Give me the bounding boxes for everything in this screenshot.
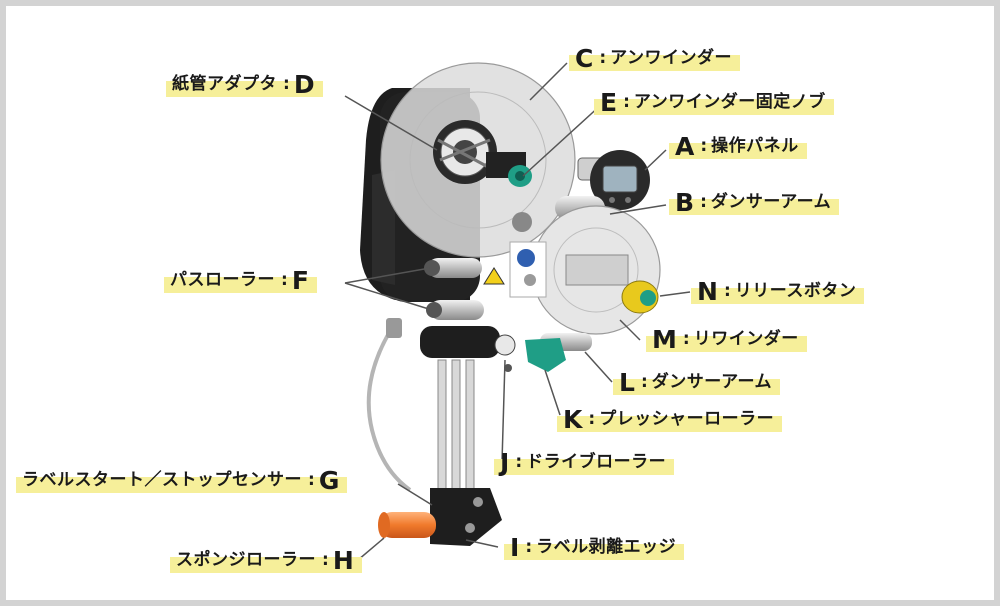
label-b: B : ダンサーアーム — [669, 188, 840, 217]
label-d: 紙管アダプタ : D — [166, 70, 323, 99]
label-e: E : アンワインダー固定ノブ — [594, 88, 834, 117]
label-a-text: 操作パネル — [711, 136, 799, 156]
label-k-text: プレッシャーローラー — [599, 409, 775, 429]
sensor-cable — [366, 318, 412, 492]
label-g-letter: G — [318, 466, 340, 495]
label-b-letter: B — [675, 188, 695, 217]
label-c-letter: C — [575, 44, 594, 73]
label-h-text: スポンジローラー — [176, 550, 316, 570]
lower-mechanics — [420, 326, 592, 372]
label-l-letter: L — [619, 368, 635, 397]
sponge-roller — [378, 512, 436, 538]
label-m: M : リワインダー — [646, 325, 807, 354]
label-f-letter: F — [291, 266, 309, 295]
label-m-text: リワインダー — [693, 329, 799, 349]
label-b-text: ダンサーアーム — [710, 192, 832, 212]
label-e-text: アンワインダー固定ノブ — [633, 92, 826, 112]
path-rollers — [424, 258, 484, 320]
label-n: N : リリースボタン — [691, 277, 865, 306]
label-f: パスローラー : F — [164, 266, 317, 295]
peel-assembly — [430, 359, 502, 546]
label-i: I : ラベル剥離エッジ — [504, 533, 685, 562]
label-h-letter: H — [332, 546, 354, 575]
label-c-text: アンワインダー — [610, 48, 732, 68]
core-adapter — [433, 120, 497, 184]
label-f-text: パスローラー — [170, 270, 275, 290]
label-g: ラベルスタート／ストップセンサー : G — [16, 466, 348, 495]
label-a: A : 操作パネル — [669, 132, 807, 161]
label-i-text: ラベル剥離エッジ — [536, 537, 677, 557]
control-panel — [577, 150, 650, 210]
label-i-letter: I — [510, 533, 520, 562]
label-g-text: ラベルスタート／ストップセンサー — [22, 470, 302, 490]
label-j-letter: J — [500, 448, 510, 477]
label-d-letter: D — [293, 70, 315, 99]
label-h: スポンジローラー : H — [170, 546, 362, 575]
rewinder-disc — [531, 205, 661, 335]
label-k-letter: K — [563, 405, 583, 434]
label-n-letter: N — [697, 277, 718, 306]
label-k: K : プレッシャーローラー — [557, 405, 783, 434]
label-j-text: ドライブローラー — [526, 452, 667, 472]
label-e-letter: E — [600, 88, 618, 117]
label-l-text: ダンサーアーム — [651, 372, 773, 392]
leader-lines — [344, 62, 691, 561]
label-d-text: 紙管アダプタ — [172, 74, 277, 94]
label-j: J : ドライブローラー — [494, 448, 675, 477]
label-m-letter: M — [652, 325, 677, 354]
label-a-letter: A — [675, 132, 695, 161]
label-l: L : ダンサーアーム — [613, 368, 781, 397]
label-n-text: リリースボタン — [734, 281, 857, 301]
unwinder-shaft — [486, 152, 532, 187]
label-c: C : アンワインダー — [569, 44, 740, 73]
instruction-sticker — [483, 241, 547, 298]
